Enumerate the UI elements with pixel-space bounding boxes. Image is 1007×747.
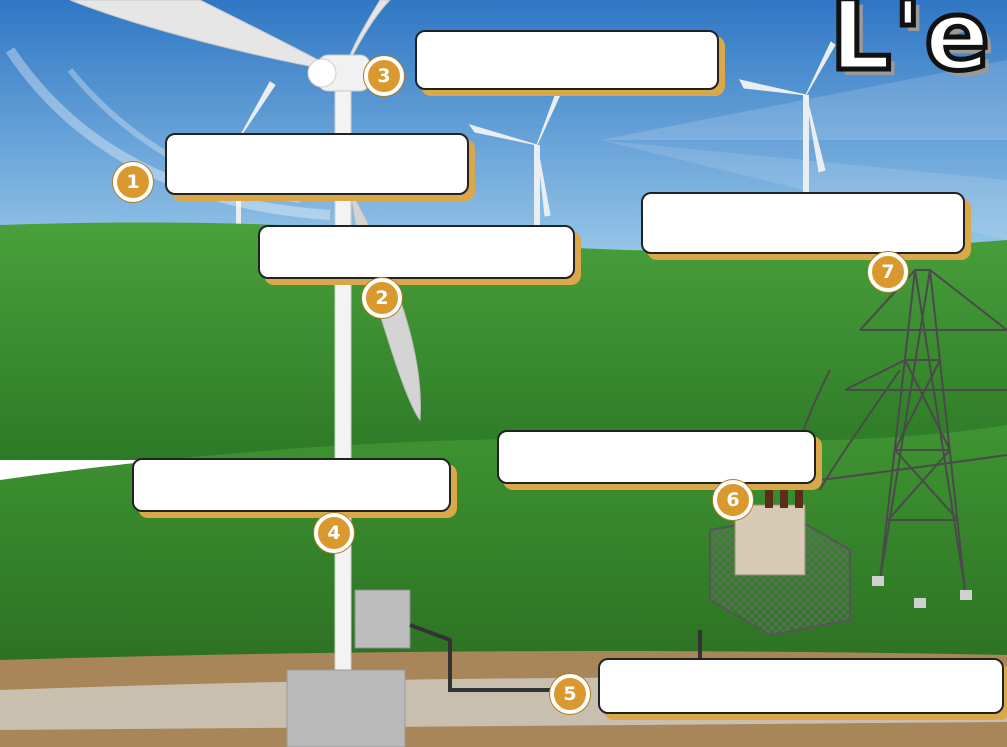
tower-footing [914, 598, 926, 608]
tower-footing [872, 576, 884, 586]
label-box-3[interactable] [415, 30, 719, 90]
badge-5: 5 [550, 674, 590, 714]
label-box-6[interactable] [497, 430, 816, 484]
label-box-2[interactable] [258, 225, 575, 279]
badge-3: 3 [364, 56, 404, 96]
badge-7: 7 [868, 252, 908, 292]
badge-4: 4 [314, 513, 354, 553]
tower-foundation [287, 670, 405, 747]
label-box-1[interactable] [165, 133, 469, 195]
badge-2: 2 [362, 278, 402, 318]
label-box-5[interactable] [598, 658, 1004, 714]
control-box [355, 590, 410, 648]
tower-footing [960, 590, 972, 600]
badge-6: 6 [713, 480, 753, 520]
turbine-hub [308, 59, 336, 87]
label-box-4[interactable] [132, 458, 451, 512]
title-text: L'e [830, 0, 992, 92]
badge-1: 1 [113, 162, 153, 202]
label-box-7[interactable] [641, 192, 965, 254]
